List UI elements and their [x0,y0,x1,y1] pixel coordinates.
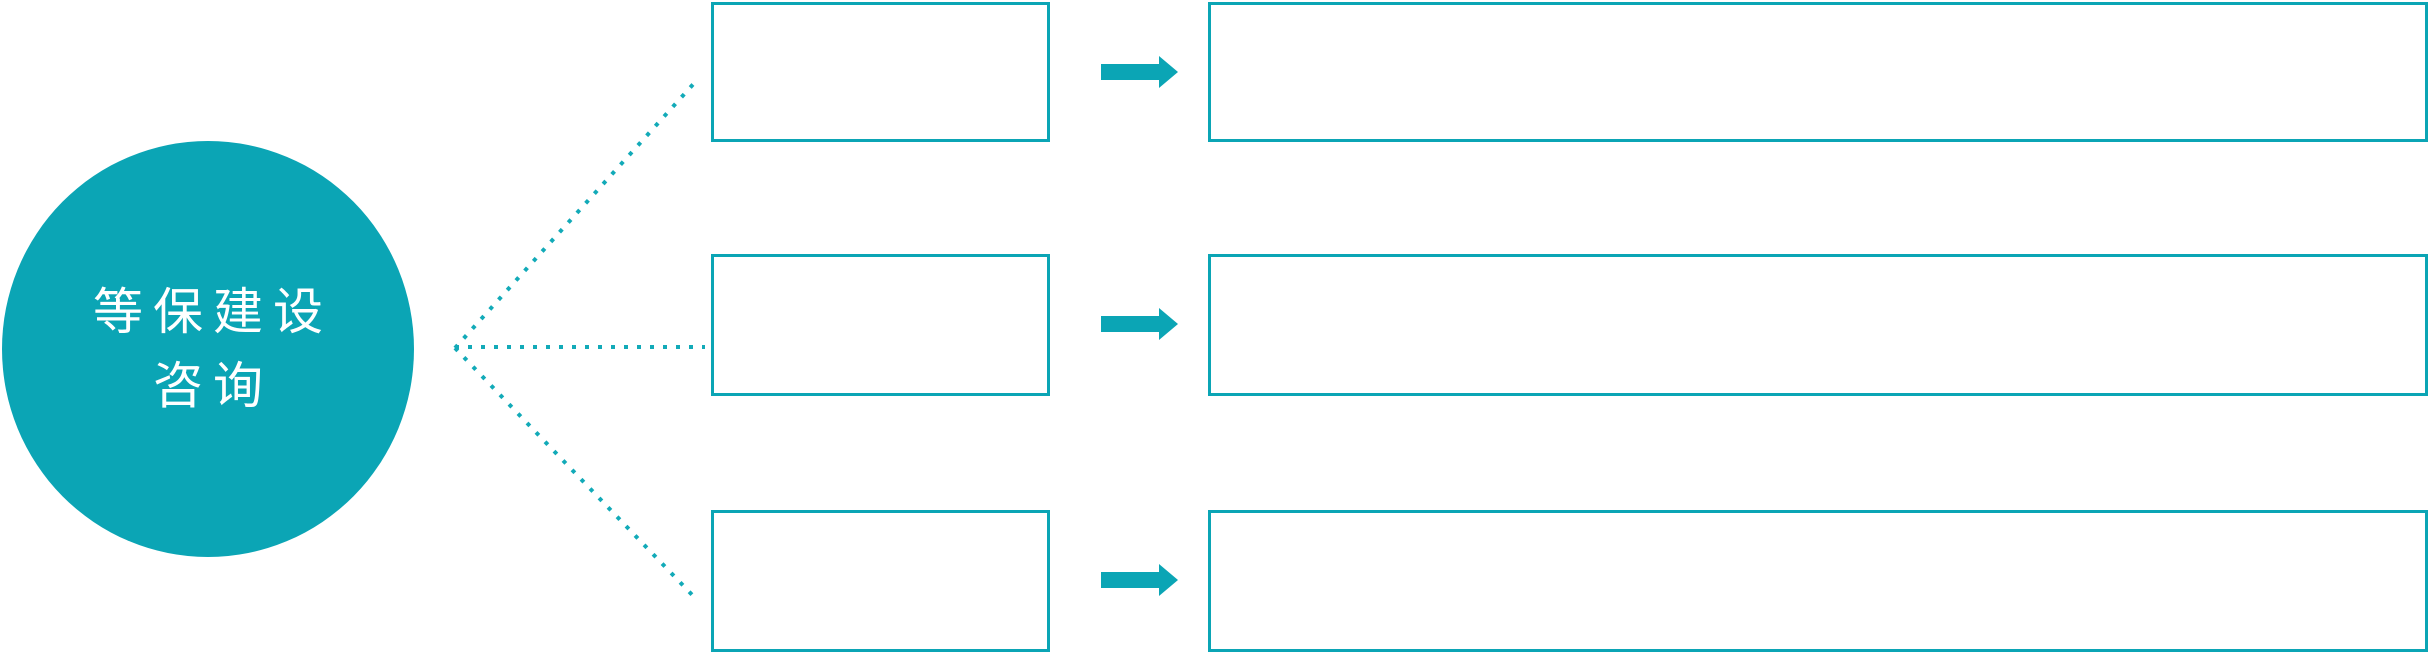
detail-box-3 [1208,510,2428,652]
detail-box-2 [1208,254,2428,396]
right-block-arrow-icon [1101,56,1178,88]
detail-box-1 [1208,2,2428,142]
connector-line-top [453,78,699,350]
root-node-label-line1: 等保建设 [93,284,333,340]
step-box-1 [711,2,1050,142]
right-block-arrow-icon [1101,564,1178,596]
step-box-3 [711,510,1050,652]
step-box-2 [711,254,1050,396]
root-node-circle: 等保建设 咨询 [2,141,414,557]
connector-line-bottom [453,346,699,602]
right-block-arrow-icon [1101,308,1178,340]
root-node-label-line2: 咨询 [153,358,273,414]
